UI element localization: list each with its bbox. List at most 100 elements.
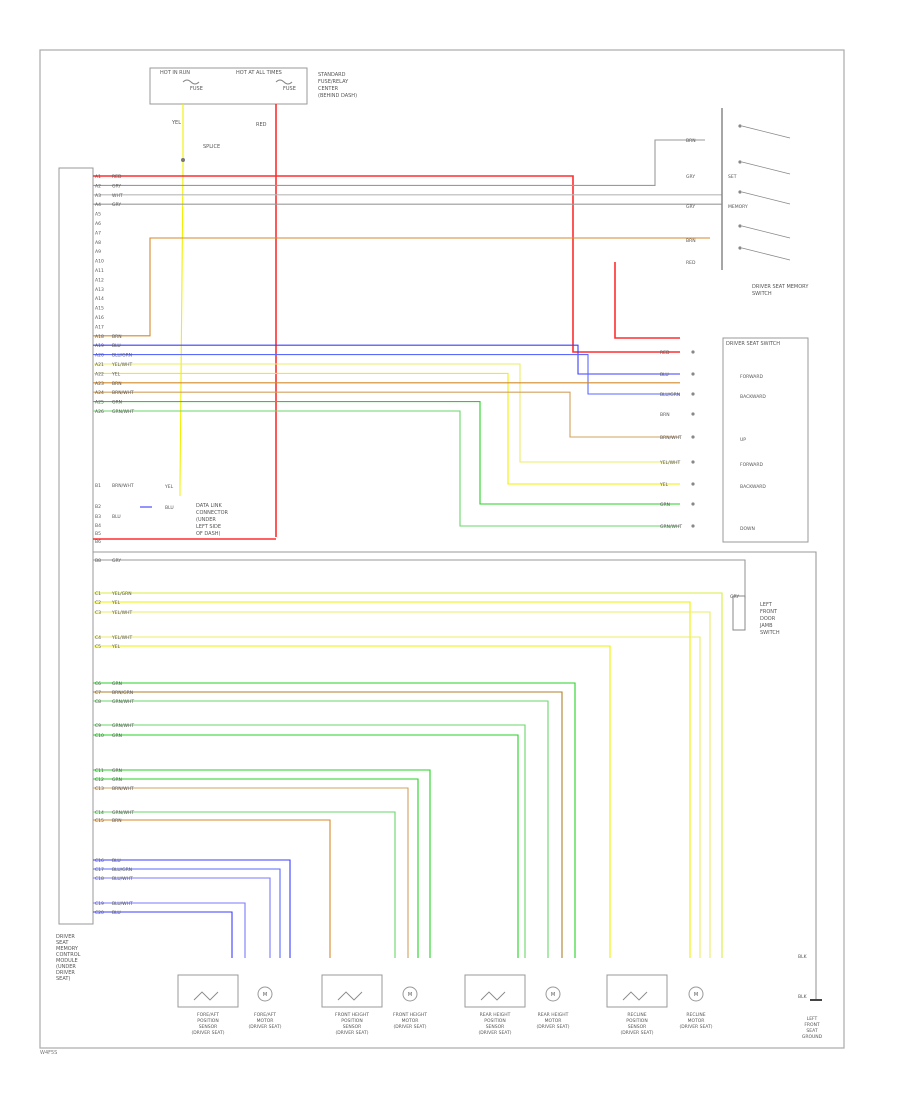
module-pin-number: B4 bbox=[95, 523, 101, 529]
component-label-line: RECLINE bbox=[627, 1012, 646, 1018]
seat-switch-wire-label: RED bbox=[660, 350, 670, 356]
module-label-line: SEAT bbox=[56, 940, 69, 946]
data-link-label-line: DATA LINK bbox=[196, 503, 222, 509]
module-pin-color: BLU bbox=[112, 858, 121, 864]
module-pin-number: A20 bbox=[95, 353, 104, 359]
module-wire-C11 bbox=[93, 769, 431, 958]
component-label-line: REAR HEIGHT bbox=[538, 1012, 569, 1018]
module-wire-C19 bbox=[93, 902, 246, 958]
motor-symbol bbox=[257, 986, 273, 1002]
seat-switch-position-label: FORWARD bbox=[740, 462, 763, 468]
memory-switch-title-line: DRIVER SEAT MEMORY bbox=[752, 284, 809, 290]
module-pin-number: A19 bbox=[95, 343, 104, 349]
module-pin-number: A18 bbox=[95, 334, 104, 340]
component-label-line: SENSOR bbox=[199, 1024, 218, 1030]
position-sensor-box bbox=[177, 974, 239, 1008]
module-pin-number: B2 bbox=[95, 504, 101, 510]
fuse-label-hot-at-all-times: HOT AT ALL TIMES bbox=[236, 70, 282, 76]
module-pin-color: BRN bbox=[112, 381, 122, 387]
seat-switch-wire-label: YEL bbox=[659, 482, 669, 488]
module-pin-number: A6 bbox=[95, 221, 101, 227]
module-pin-number: C20 bbox=[95, 910, 104, 916]
module-wire-A1 bbox=[93, 175, 680, 353]
module-wire-A18 bbox=[93, 237, 710, 337]
memory-switch-contact bbox=[738, 190, 742, 194]
door-switch-label-line: LEFT bbox=[760, 602, 773, 608]
seat-switch-wire-label: GRN bbox=[660, 502, 670, 508]
door-switch-body bbox=[732, 595, 746, 631]
memory-switch-wire-label: GRY bbox=[686, 174, 695, 180]
motor-symbol bbox=[688, 986, 704, 1002]
module-pin-number: B5 bbox=[95, 531, 101, 537]
module-pin-color: BLU/WHT bbox=[112, 901, 133, 907]
component-label-line: POSITION bbox=[626, 1018, 647, 1024]
splice-dot bbox=[181, 158, 185, 162]
module-wire-C18 bbox=[93, 877, 271, 958]
component-label-line: RECLINE bbox=[686, 1012, 705, 1018]
seat-switch-position-label: DOWN bbox=[740, 526, 755, 532]
component-label-line: (DRIVER SEAT) bbox=[393, 1024, 426, 1030]
module-wire-B8 bbox=[93, 551, 817, 1000]
module-pin-color: GRN bbox=[112, 733, 122, 739]
module-wire-A2 bbox=[93, 139, 705, 186]
door-switch-label-line: DOOR bbox=[760, 616, 776, 622]
wire-layer bbox=[93, 104, 817, 1000]
module-pin-color: GRN/WHT bbox=[112, 699, 134, 705]
module-pin-color: BLU bbox=[112, 514, 121, 520]
seat-switch-terminal bbox=[691, 412, 695, 416]
seat-switch-terminal bbox=[691, 435, 695, 439]
motor-letter: M bbox=[263, 992, 267, 998]
module-label-line: MODULE bbox=[56, 958, 78, 964]
seat-switch-box bbox=[722, 337, 809, 543]
top-wire-label-a: YEL bbox=[171, 120, 181, 126]
data-link-label-line: CONNECTOR bbox=[196, 510, 229, 516]
position-sensor-box bbox=[606, 974, 668, 1008]
motor-symbol bbox=[545, 986, 561, 1002]
module-label: DRIVERSEATMEMORYCONTROLMODULE(UNDERDRIVE… bbox=[56, 934, 81, 982]
module-pin-color: BRN/WHT bbox=[112, 483, 134, 489]
diagram-border bbox=[39, 49, 845, 1049]
sensor-symbol bbox=[480, 991, 506, 1001]
module-wire-C20 bbox=[93, 911, 233, 958]
seat-switch-terminal bbox=[691, 502, 695, 506]
ground-label-line: GROUND bbox=[802, 1034, 823, 1040]
seat-switch-terminal bbox=[691, 482, 695, 486]
module-pin-number: C18 bbox=[95, 876, 104, 882]
component-label-line: SENSOR bbox=[343, 1024, 362, 1030]
module-wire-C1 bbox=[93, 592, 723, 958]
module-pin-number: A11 bbox=[95, 268, 104, 274]
fuse-label-hot-in-run: HOT IN RUN bbox=[160, 70, 190, 76]
module-pin-color: RED bbox=[112, 174, 122, 180]
module-pin-number: A24 bbox=[95, 390, 104, 396]
component-label-line: FRONT HEIGHT bbox=[393, 1012, 427, 1018]
module-pin-color: GRN bbox=[112, 400, 122, 406]
module-pin-number: A23 bbox=[95, 381, 104, 387]
module-pin-number: C3 bbox=[95, 610, 101, 616]
module-pin-number: A2 bbox=[95, 183, 101, 189]
module-label-line: SEAT) bbox=[56, 976, 70, 982]
module-pin-color: YEL/WHT bbox=[111, 610, 132, 616]
module-pin-number: A26 bbox=[95, 409, 104, 415]
module-pin-number: C10 bbox=[95, 733, 104, 739]
module-pin-number: C11 bbox=[95, 768, 104, 774]
module-pin-number: A13 bbox=[95, 287, 104, 293]
memory-switch-blade bbox=[741, 125, 791, 139]
module-pin-color: GRY bbox=[112, 202, 121, 208]
wire-label: YEL bbox=[164, 484, 174, 490]
component-label-line: (DRIVER SEAT) bbox=[335, 1030, 368, 1036]
memory-switch-position-label: SET bbox=[728, 174, 737, 180]
module-pin-number: B3 bbox=[95, 514, 101, 520]
component-label-line: FORE/AFT bbox=[254, 1012, 276, 1018]
door-switch-label-line: SWITCH bbox=[760, 630, 780, 636]
sensor-symbol bbox=[193, 991, 219, 1001]
memory-switch-wire-label: BRN bbox=[686, 138, 696, 144]
memory-switch-blade bbox=[741, 161, 791, 175]
module-pin-color: BRN bbox=[112, 818, 122, 824]
splice-label: SPLICE bbox=[203, 144, 220, 150]
sensor-symbol bbox=[337, 991, 363, 1001]
module-pin-color: GRN/WHT bbox=[112, 723, 134, 729]
component-label-line: (DRIVER SEAT) bbox=[478, 1030, 511, 1036]
